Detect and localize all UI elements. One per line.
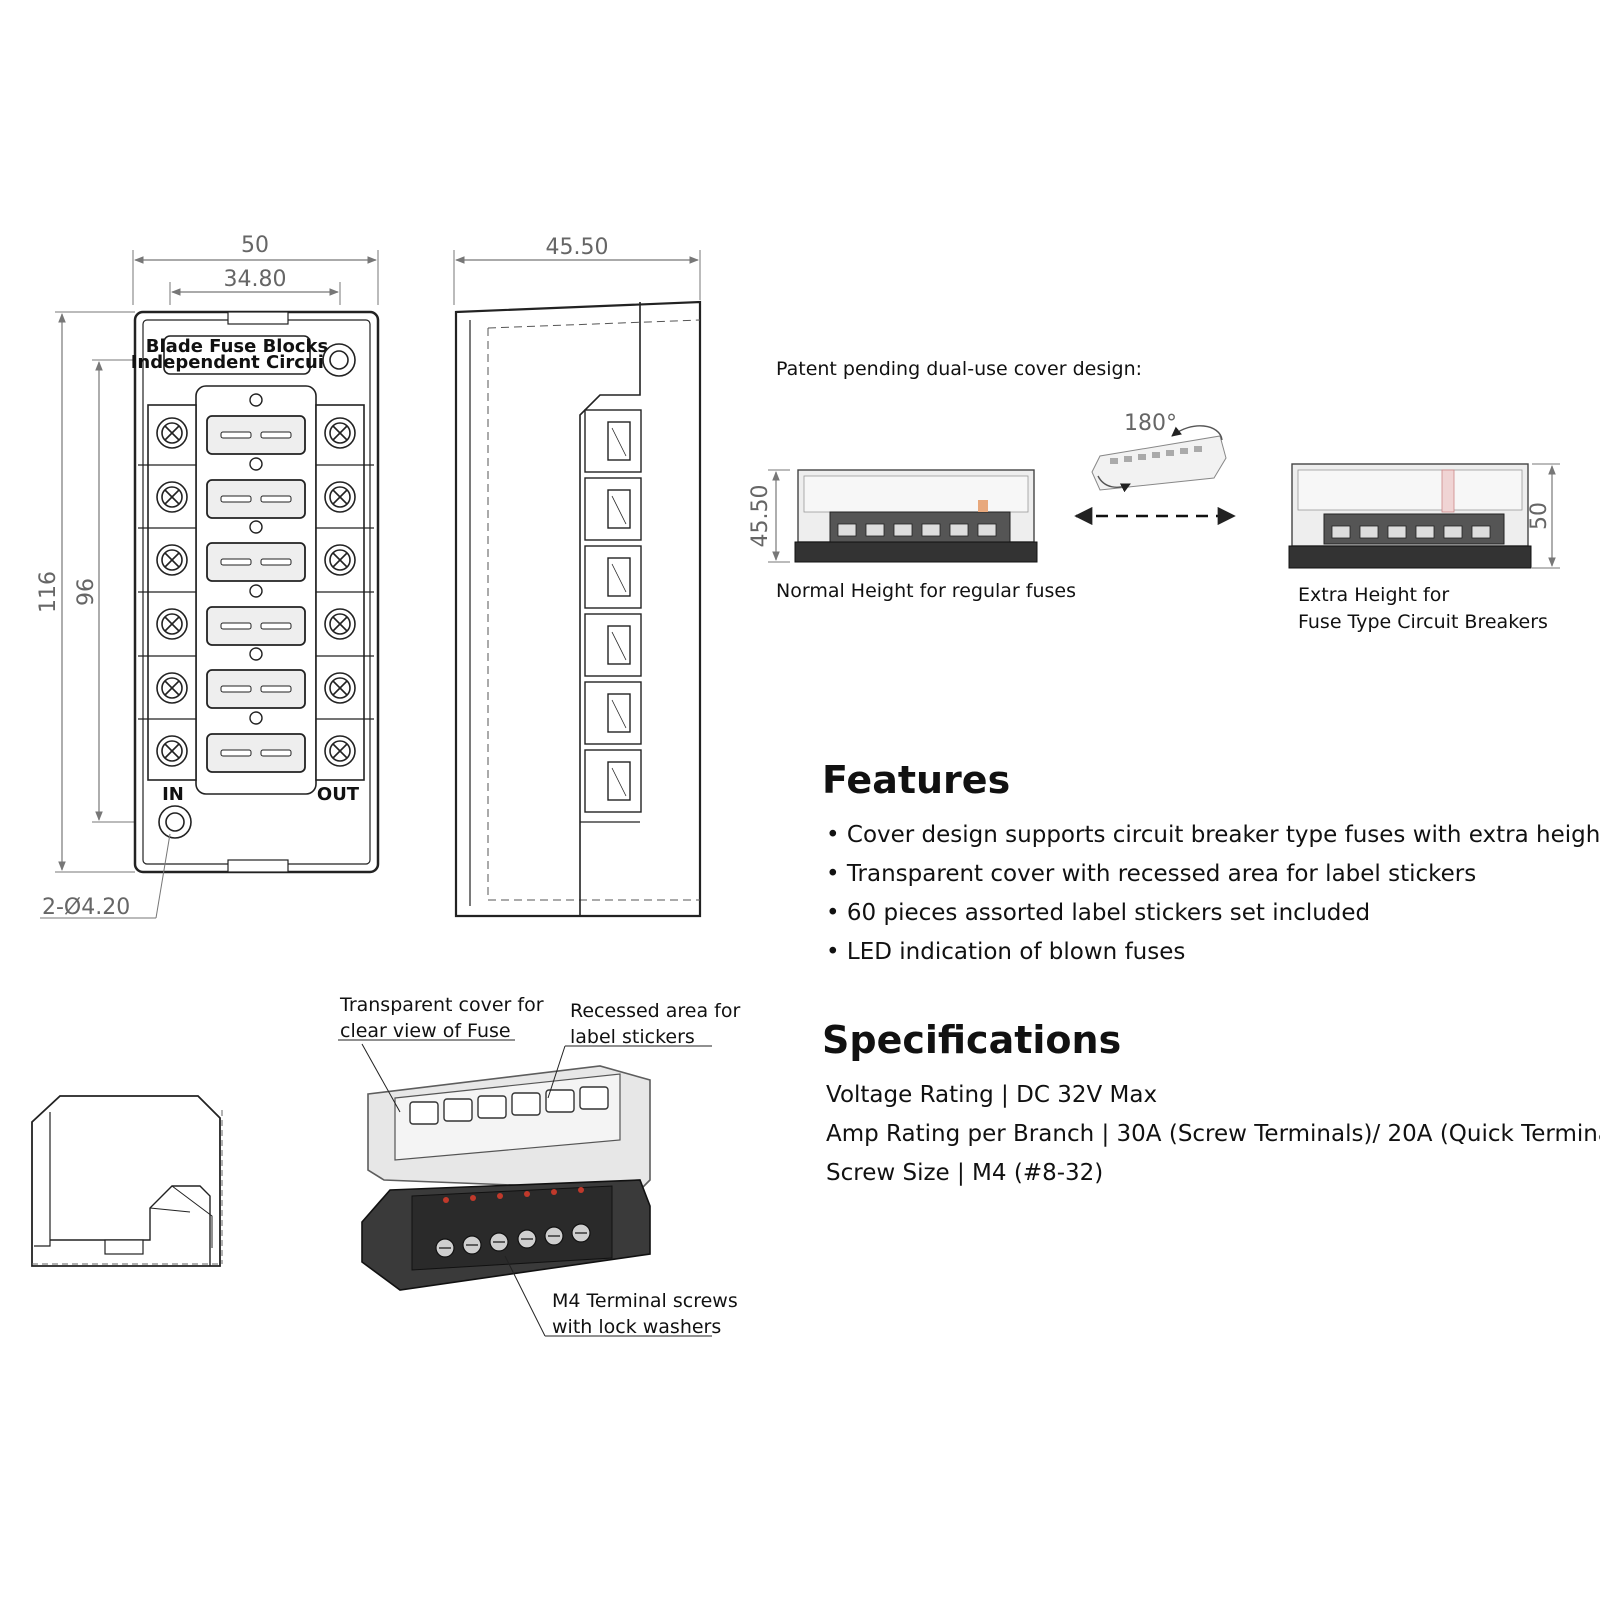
rotation-label: 180° — [1124, 411, 1177, 436]
specifications-heading: Specifications — [822, 1018, 1122, 1062]
fuse-rows — [206, 393, 306, 773]
dim-45-50-side: 45.50 — [546, 235, 609, 260]
side-view: 45.50 — [453, 235, 702, 918]
exploded-view — [338, 1039, 712, 1337]
spec-amp: Amp Rating per Branch | 30A (Screw Termi… — [826, 1121, 1600, 1147]
callout-screws-1: M4 Terminal screws — [552, 1290, 738, 1312]
base-leds — [443, 1187, 584, 1203]
feature-text: 60 pieces assorted label stickers set in… — [846, 900, 1371, 926]
feature-text: Transparent cover with recessed area for… — [846, 861, 1477, 887]
front-view: 50 34.80 116 96 Blade Fuse Blocks Indepe… — [36, 233, 380, 920]
normal-height-caption: Normal Height for regular fuses — [776, 580, 1076, 602]
base-screws — [435, 1223, 591, 1258]
dim-45-50-cover: 45.50 — [748, 485, 773, 548]
dim-hole: 2-Ø4.20 — [42, 895, 130, 920]
feature-item: • Transparent cover with recessed area f… — [826, 861, 1477, 887]
sticker-slots — [409, 1086, 609, 1125]
end-view — [31, 1095, 223, 1267]
spec-voltage: Voltage Rating | DC 32V Max — [826, 1082, 1158, 1108]
dim-34-80: 34.80 — [224, 267, 287, 292]
callout-transparent-2: clear view of Fuse — [340, 1020, 511, 1042]
extra-height-caption-2: Fuse Type Circuit Breakers — [1298, 611, 1548, 633]
features-heading: Features — [822, 758, 1011, 802]
dim-116: 116 — [36, 571, 61, 613]
feature-item: • LED indication of blown fuses — [826, 939, 1186, 965]
extra-height-caption-1: Extra Height for — [1298, 584, 1450, 606]
in-label: IN — [162, 784, 184, 805]
spec-screw: Screw Size | M4 (#8-32) — [826, 1160, 1104, 1186]
callout-recessed-1: Recessed area for — [570, 1000, 741, 1022]
feature-item: • 60 pieces assorted label stickers set … — [826, 900, 1371, 926]
callout-transparent-1: Transparent cover for — [340, 994, 544, 1016]
feature-item: • Cover design supports circuit breaker … — [826, 822, 1600, 848]
callout-recessed-2: label stickers — [570, 1026, 695, 1048]
cover-heading: Patent pending dual-use cover design: — [776, 358, 1143, 380]
callout-screws-2: with lock washers — [552, 1316, 722, 1338]
side-terminals — [584, 409, 642, 813]
out-label: OUT — [317, 784, 360, 805]
front-label-line2: Independent Circuits — [131, 352, 344, 373]
terminal-screws — [138, 417, 374, 767]
feature-text: Cover design supports circuit breaker ty… — [846, 822, 1600, 848]
cover-design-panel: 45.50 180° — [748, 411, 1560, 569]
dim-50: 50 — [241, 233, 269, 258]
front-label-line1: Blade Fuse Blocks — [146, 336, 328, 357]
dim-96: 96 — [74, 578, 99, 606]
feature-text: LED indication of blown fuses — [846, 939, 1186, 965]
dim-50-cover: 50 — [1527, 502, 1552, 530]
